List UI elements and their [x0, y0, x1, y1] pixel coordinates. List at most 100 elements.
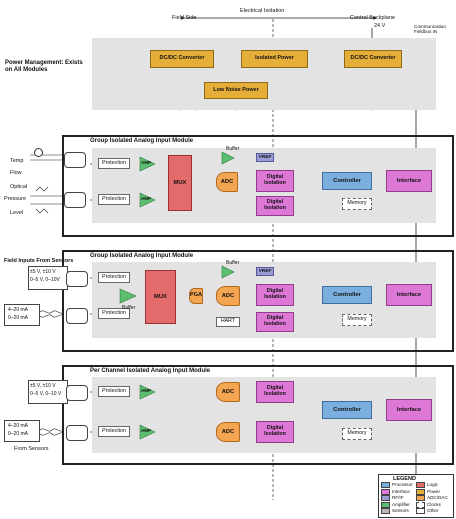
- module3-range-i2: 0–20 mA: [8, 431, 29, 437]
- module3-adc-2: ADC: [216, 422, 240, 442]
- module3-range-v2: 0–5 V, 0–10 V: [30, 391, 62, 397]
- power-section-label: Power Management: Exists on All Modules: [5, 60, 83, 74]
- temp-sensor-icon: [34, 148, 43, 157]
- module1-frame: [62, 135, 454, 237]
- module1-amp-label-1: AMP: [141, 160, 151, 165]
- module2-adc: ADC: [216, 286, 240, 306]
- module1-digital-isolation-1: Digital Isolation: [256, 170, 294, 192]
- module3-amp-label-2: AMP: [141, 428, 151, 433]
- module3-digital-isolation-1: Digital Isolation: [256, 381, 294, 403]
- input-temp: Temp: [10, 158, 24, 164]
- module1-memory: Memory: [342, 198, 372, 210]
- module2-vref: VREF: [256, 267, 274, 276]
- dcdc-converter-left: DC/DC Converter: [150, 50, 214, 68]
- legend-item: Sensors: [381, 508, 416, 514]
- legend-label: Logic: [427, 482, 438, 488]
- module3-range-v1: ±5 V, ±10 V: [30, 383, 56, 389]
- dcdc-converter-right: DC/DC Converter: [344, 50, 402, 68]
- module3-title: Per Channel Isolated Analog Input Module: [90, 368, 211, 374]
- input-pressure: Pressure: [4, 196, 27, 202]
- buffer-amplifier-icon: [221, 151, 235, 165]
- amplifier-icon: [139, 156, 156, 172]
- from-sensors-label: From Sensors: [14, 446, 49, 452]
- legend-grid: Processor Logic Interface Power RF/IF AD…: [379, 482, 453, 514]
- module1-mux: MUX: [168, 155, 192, 211]
- module1-adc: ADC: [216, 172, 238, 192]
- input-level: Level: [10, 210, 24, 216]
- legend-label: RF/IF: [392, 495, 404, 501]
- legend-label: Other: [427, 508, 439, 514]
- legend-swatch: [416, 501, 425, 508]
- module2-interface: Interface: [386, 284, 432, 306]
- connector-icon: [66, 425, 88, 441]
- legend-label: Clocks: [427, 501, 441, 507]
- legend-label: Amplifier: [392, 501, 410, 507]
- module1-protection-1: Protection: [98, 158, 130, 169]
- module2-protection-2: Protection: [98, 308, 130, 319]
- low-noise-power-block: Low Noise Power: [204, 82, 268, 99]
- module1-buffer-label: Buffer: [226, 146, 240, 152]
- legend-swatch: [381, 495, 390, 501]
- legend-item: Processor: [381, 482, 416, 488]
- amplifier-icon: [139, 192, 156, 208]
- legend-label: Interface: [392, 488, 410, 494]
- module2-frame: [62, 250, 454, 352]
- module1-digital-isolation-2: Digital Isolation: [256, 196, 294, 216]
- legend-item: Clocks: [416, 501, 451, 508]
- legend-swatch: [381, 501, 390, 508]
- module3-protection-1: Protection: [98, 386, 130, 397]
- legend-item: Amplifier: [381, 501, 416, 508]
- connector-icon: [66, 308, 88, 324]
- legend-swatch: [416, 482, 425, 488]
- module2-range-i2: 0–20 mA: [8, 315, 29, 321]
- module2-digital-isolation-1: Digital Isolation: [256, 284, 294, 306]
- module2-title: Group Isolated Analog Input Module: [90, 253, 194, 259]
- field-side-label: Field Side: [172, 15, 197, 21]
- connector-icon: [64, 192, 86, 208]
- module2-controller: Controller: [322, 286, 372, 304]
- legend-item: Interface: [381, 488, 416, 495]
- legend: LEGEND Processor Logic Interface Power R…: [378, 474, 454, 518]
- module3-controller: Controller: [322, 401, 372, 419]
- connector-icon: [64, 152, 86, 168]
- module2-pga: PGA: [189, 288, 203, 304]
- legend-item: Logic: [416, 482, 451, 488]
- buffer-amplifier-icon: [119, 288, 137, 304]
- module2-range-v2: 0–5 V, 0–10V: [30, 277, 60, 283]
- legend-swatch: [381, 508, 390, 514]
- legend-swatch: [416, 508, 425, 514]
- module1-protection-2: Protection: [98, 194, 130, 205]
- module2-mux: MUX: [145, 270, 176, 324]
- legend-swatch: [416, 495, 425, 501]
- current-range-box: [4, 304, 40, 326]
- legend-swatch: [416, 488, 425, 495]
- module2-range-v1: ±5 V, ±10 V: [30, 269, 56, 275]
- module2-memory: Memory: [342, 314, 372, 326]
- module1-controller: Controller: [322, 172, 372, 190]
- module3-memory: Memory: [342, 428, 372, 440]
- module2-digital-isolation-2: Digital Isolation: [256, 312, 294, 332]
- isolated-power-block: Isolated Power: [241, 50, 308, 68]
- amplifier-icon: [139, 384, 156, 400]
- legend-item: Other: [416, 508, 451, 514]
- legend-label: Sensors: [392, 508, 409, 514]
- module3-protection-2: Protection: [98, 426, 130, 437]
- legend-label: Processor: [392, 482, 413, 488]
- module2-buffer-label-2: Buffer: [226, 260, 240, 266]
- module3-frame: [62, 365, 454, 465]
- field-inputs-label: Field Inputs From Sensors: [4, 258, 74, 264]
- buffer-amplifier-icon: [221, 265, 235, 279]
- connector-icon: [66, 385, 88, 401]
- legend-item: Power: [416, 488, 451, 495]
- module2-range-i1: 4–20 mA: [8, 307, 29, 313]
- comm-label-line1: Communication: [414, 24, 446, 29]
- module1-title: Group Isolated Analog Input Module: [90, 138, 194, 144]
- amplifier-icon: [139, 424, 156, 440]
- legend-title: LEGEND: [393, 476, 416, 482]
- current-range-box: [4, 420, 40, 442]
- legend-swatch: [381, 488, 390, 495]
- legend-label: ADC/DAC: [427, 495, 448, 501]
- module1-amp-label-2: AMP: [141, 196, 151, 201]
